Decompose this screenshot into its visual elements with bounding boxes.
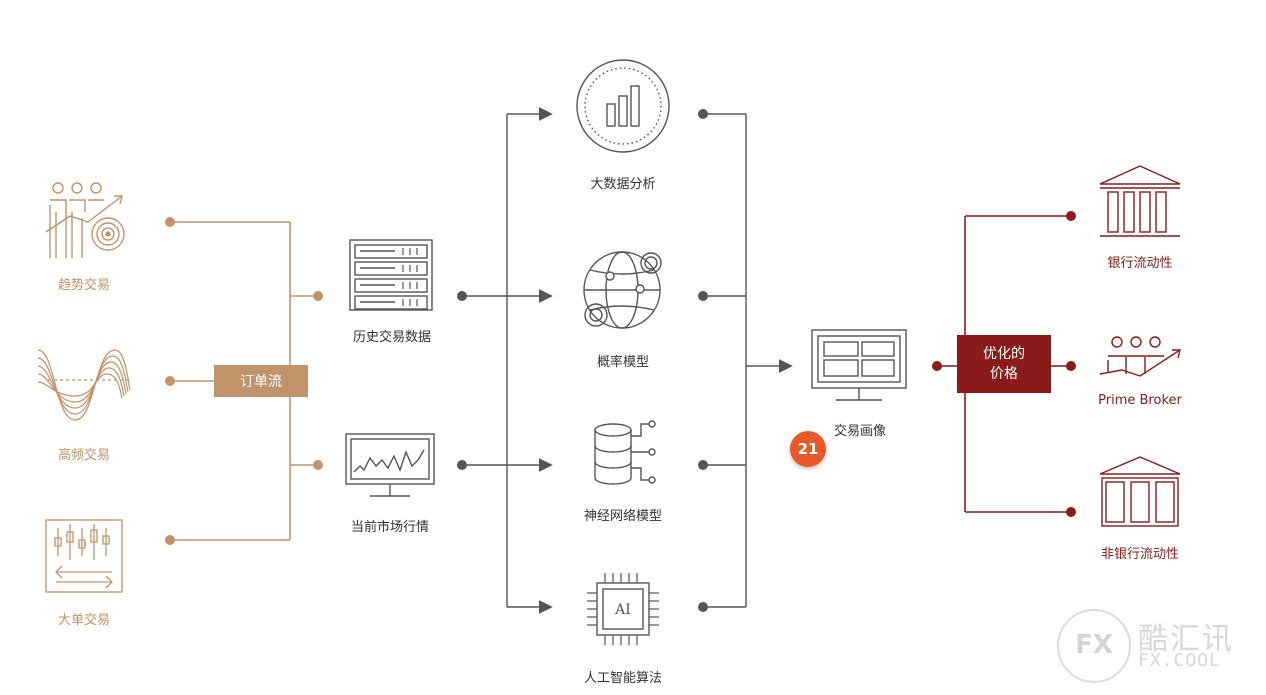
order-flow-label: 订单流 (240, 374, 282, 390)
optimized-price-line2: 价格 (990, 366, 1018, 382)
trend-trading-icon (45, 182, 125, 258)
big-data-label: 大数据分析 (590, 177, 656, 192)
optimized-price-box: 优化的 价格 (957, 335, 1051, 393)
ai-algorithm-label: 人工智能算法 (583, 671, 663, 686)
historical-data-label: 历史交易数据 (352, 330, 432, 345)
watermark: FX 酷汇讯 FX.COOL (1058, 606, 1258, 686)
ai-chip-icon (587, 573, 659, 645)
watermark-cn: 酷汇讯 (1138, 622, 1234, 657)
database-icon (594, 420, 656, 485)
non-bank-liquidity-label: 非银行流动性 (1100, 547, 1180, 562)
watermark-en: FX.COOL (1138, 650, 1221, 671)
server-rack-icon (349, 239, 433, 311)
high-frequency-icon (37, 349, 131, 421)
bank-building-icon (1099, 165, 1181, 237)
people-chart-icon (1099, 336, 1181, 377)
block-trade-icon (45, 519, 123, 593)
watermark-mark: FX (1075, 630, 1113, 660)
prime-broker-label: Prime Broker (1098, 393, 1182, 408)
block-trade-label: 大单交易 (57, 613, 111, 628)
globe-network-icon (583, 251, 662, 329)
trend-trading-label: 趋势交易 (57, 278, 111, 293)
order-flow-box: 订单流 (214, 365, 308, 397)
ai-chip-text: AI (614, 602, 631, 618)
data-to-engine-connectors (462, 107, 553, 614)
notification-badge[interactable]: 21 (790, 431, 826, 467)
bar-chart-icon (576, 59, 670, 153)
watermark-logo-icon (1057, 609, 1131, 683)
market-quotes-label: 当前市场行情 (350, 520, 430, 535)
engine-to-profile-connectors (703, 113, 793, 608)
order-flow-dots (165, 217, 323, 545)
optimized-price-line1: 优化的 (983, 346, 1025, 362)
probability-model-label: 概率模型 (596, 355, 650, 370)
bank-liquidity-label: 银行流动性 (1107, 256, 1173, 271)
institution-building-icon (1099, 456, 1181, 527)
market-monitor-icon (345, 433, 435, 497)
trade-profile-label: 交易画像 (833, 424, 887, 439)
high-frequency-label: 高频交易 (57, 448, 111, 463)
neural-network-label: 神经网络模型 (583, 509, 663, 524)
dashboard-monitor-icon (811, 329, 907, 401)
liquidity-connectors (937, 215, 1071, 513)
